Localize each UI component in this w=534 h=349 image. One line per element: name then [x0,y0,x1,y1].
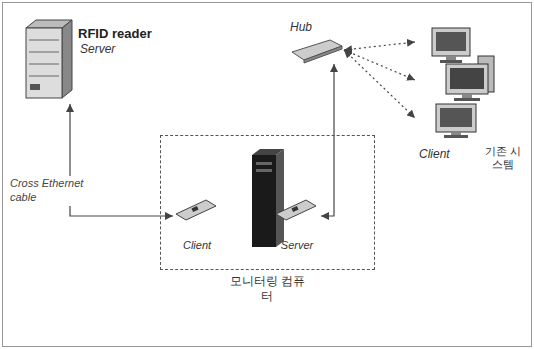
client-computers-icon [432,28,494,138]
ethernet-cable [321,64,334,216]
network-link [344,42,415,50]
rfid-reader-icon [26,20,72,98]
network-card-icon [176,200,216,220]
text-group: Server [273,239,321,253]
text-group: 모니터링 컴퓨터 [229,274,306,304]
network-link [344,50,415,118]
server-tower-icon [252,149,284,247]
monitoring-group: 모니터링 컴퓨터ClientServer [160,135,375,270]
text-group: Client [173,239,221,253]
network-card: Server [273,198,321,253]
hub-device: Hub [288,20,344,64]
text-group: Hub [288,20,344,35]
frame-border [3,3,532,347]
network-card: Client [173,198,221,253]
server-device: RFID readerServer [18,18,156,104]
node-label: Server [273,239,321,253]
client-systems: Client기존 시스템 [415,24,527,142]
node-label: 기존 시스템 [483,145,523,173]
edge-label: Cross Ethernet cable [8,176,92,206]
node-label: Server [80,42,152,57]
text-group: Client 기존 시스템 [415,145,527,173]
node-label: Client [419,147,450,162]
node-label: RFID reader [78,26,152,42]
node-label: 모니터링 컴퓨터 [229,274,306,304]
node-label: Hub [290,20,342,35]
hub-icon [292,40,342,63]
network-card-icon [276,200,316,220]
text-group: RFID readerServer [18,18,156,57]
node-label: Client [173,239,221,253]
network-link [344,50,415,80]
